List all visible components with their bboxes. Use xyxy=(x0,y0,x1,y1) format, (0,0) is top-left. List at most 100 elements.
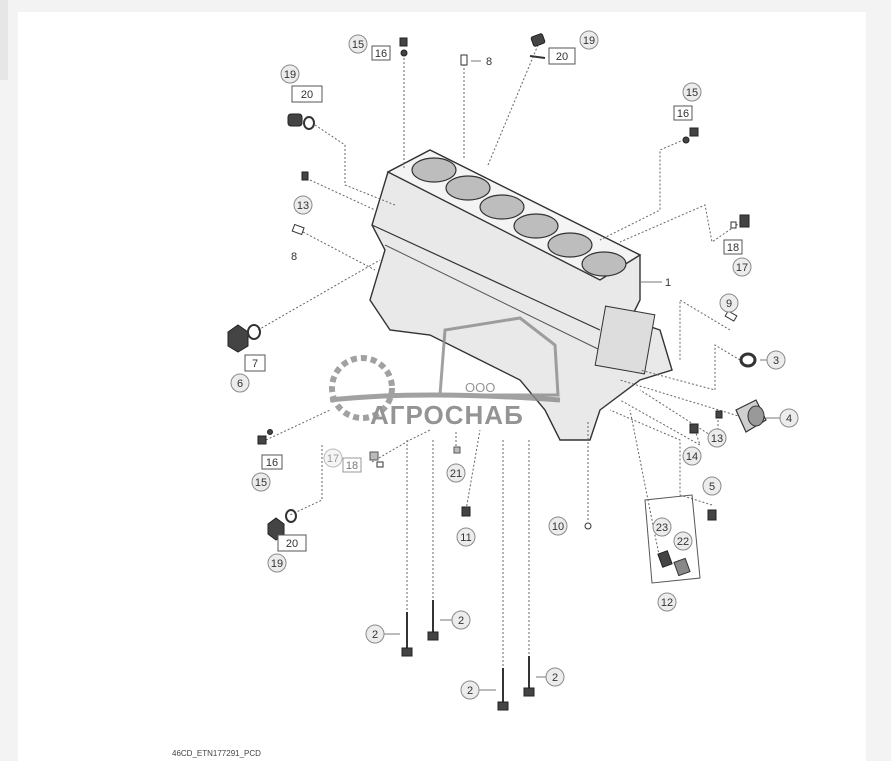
callout-13-left: 13 xyxy=(293,195,313,215)
oring-20-lower xyxy=(285,509,297,523)
dowel-pin-part xyxy=(460,54,468,66)
window-edge-strip xyxy=(0,0,8,80)
callout-14: 14 xyxy=(682,446,702,466)
svg-text:3: 3 xyxy=(773,355,779,367)
svg-text:6: 6 xyxy=(237,378,243,390)
svg-text:20: 20 xyxy=(301,89,313,101)
oring-20-left xyxy=(303,116,315,130)
dowel-9 xyxy=(724,310,738,322)
plug-6 xyxy=(227,324,249,353)
ball-10 xyxy=(584,522,592,530)
plug-13-left xyxy=(301,171,309,181)
svg-text:4: 4 xyxy=(786,413,792,425)
plug-15-right xyxy=(689,127,699,137)
box-18-left: 18 xyxy=(342,457,362,473)
svg-text:9: 9 xyxy=(726,298,732,310)
callout-9: 9 xyxy=(719,293,739,313)
svg-text:14: 14 xyxy=(686,451,698,463)
callout-2-c: 2 xyxy=(460,680,480,700)
callout-19-top: 19 xyxy=(579,30,599,50)
callout-4: 4 xyxy=(779,408,799,428)
callout-13-right: 13 xyxy=(707,428,727,448)
callout-2-d: 2 xyxy=(545,667,565,687)
label-leaders xyxy=(382,60,780,691)
callout-19-left: 19 xyxy=(280,64,300,84)
callout-15-right: 15 xyxy=(682,82,702,102)
svg-text:17: 17 xyxy=(327,453,339,465)
svg-text:10: 10 xyxy=(552,521,564,533)
svg-text:2: 2 xyxy=(467,685,473,697)
plug-21 xyxy=(453,446,461,454)
plug-17-left xyxy=(369,451,379,461)
plain-labels: 8 8 1 xyxy=(291,56,671,289)
kit-12-frame xyxy=(644,494,701,584)
callout-3: 3 xyxy=(766,350,786,370)
svg-text:17: 17 xyxy=(736,262,748,274)
svg-text:18: 18 xyxy=(727,242,739,254)
callout-21: 21 xyxy=(446,463,466,483)
svg-text:5: 5 xyxy=(709,481,715,493)
plug-22 xyxy=(673,557,691,577)
plug-11 xyxy=(461,506,471,517)
callouts: 15 19 19 15 13 17 9 3 6 4 13 14 21 15 5 … xyxy=(230,30,799,700)
box-16-top: 16 xyxy=(371,45,391,61)
box-16-left: 16 xyxy=(261,454,283,470)
svg-text:2: 2 xyxy=(458,615,464,627)
plug-17-right xyxy=(739,214,750,228)
svg-text:22: 22 xyxy=(677,536,689,548)
boxed-labels: 16 20 20 16 18 7 16 18 20 xyxy=(244,45,743,552)
engine-block xyxy=(369,149,673,441)
callout-15-left: 15 xyxy=(251,472,271,492)
watermark-line2: АГРОСНАБ xyxy=(370,400,524,430)
washer-part xyxy=(400,49,408,57)
plug-23 xyxy=(657,550,673,568)
svg-text:2: 2 xyxy=(552,672,558,684)
plug-14 xyxy=(689,423,699,434)
callout-17-right: 17 xyxy=(732,257,752,277)
callout-12: 12 xyxy=(657,592,677,612)
svg-text:15: 15 xyxy=(686,87,698,99)
agrosnab-watermark: ООО АГРОСНАБ xyxy=(329,316,561,430)
callout-15-top: 15 xyxy=(348,34,368,54)
callout-19-lower: 19 xyxy=(267,553,287,573)
svg-text:16: 16 xyxy=(375,48,387,60)
figure-id: 46CD_ETN177291_PCD xyxy=(172,749,261,758)
svg-text:19: 19 xyxy=(284,69,296,81)
dowel-8-left xyxy=(291,223,305,236)
callout-23: 23 xyxy=(652,517,672,537)
oring-7 xyxy=(247,324,261,340)
box-20-lower: 20 xyxy=(277,534,307,552)
callout-6: 6 xyxy=(230,373,250,393)
callout-22: 22 xyxy=(673,531,693,551)
plug-13-right xyxy=(715,410,723,419)
box-20-left: 20 xyxy=(291,85,323,103)
watermark-line1: ООО xyxy=(465,380,495,395)
box-16-right: 16 xyxy=(673,105,693,121)
plug-19-top xyxy=(530,33,546,47)
svg-text:13: 13 xyxy=(297,200,309,212)
plug-5 xyxy=(707,509,717,521)
plug-15-left xyxy=(257,435,267,445)
small-parts xyxy=(227,33,767,584)
svg-text:2: 2 xyxy=(372,629,378,641)
callout-5: 5 xyxy=(702,476,722,496)
plug-part xyxy=(399,37,408,47)
svg-text:15: 15 xyxy=(352,39,364,51)
label-8-left: 8 xyxy=(291,251,297,263)
svg-text:21: 21 xyxy=(450,468,462,480)
cylinder-bores xyxy=(411,157,627,277)
callout-10: 10 xyxy=(548,516,568,536)
box-20-top: 20 xyxy=(548,47,576,65)
box-7: 7 xyxy=(244,354,266,372)
svg-text:20: 20 xyxy=(286,538,298,550)
svg-text:13: 13 xyxy=(711,433,723,445)
oring-3 xyxy=(739,352,757,368)
callout-11: 11 xyxy=(456,527,476,547)
svg-text:19: 19 xyxy=(583,35,595,47)
leader-lines xyxy=(257,44,746,670)
label-8-top: 8 xyxy=(486,56,492,68)
plug-19-left xyxy=(287,113,303,127)
box-18-right: 18 xyxy=(723,239,743,255)
svg-text:12: 12 xyxy=(661,597,673,609)
